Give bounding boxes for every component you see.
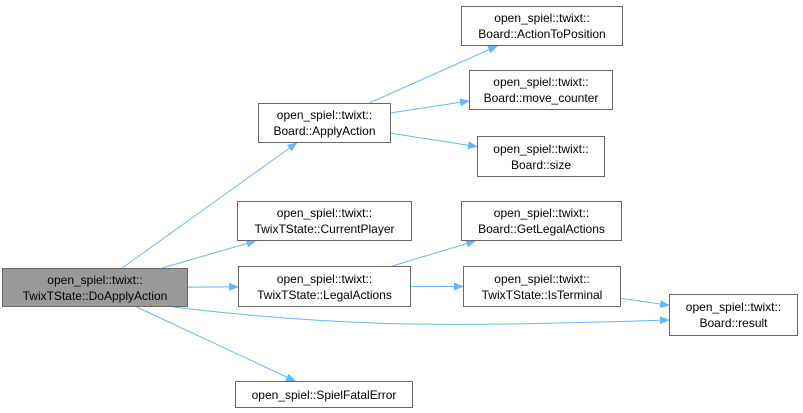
node-namespace-label: open_spiel::twixt:: bbox=[493, 206, 590, 220]
node-function-label: TwixTState::IsTerminal bbox=[481, 287, 603, 302]
node-namespace-label: open_spiel::twixt:: bbox=[276, 271, 373, 286]
node-namespace-label: open_spiel::twixt:: bbox=[493, 141, 589, 156]
edge-do_apply_action-to-apply_action bbox=[121, 142, 298, 269]
node-spiel-fatal-error[interactable]: open_spiel::SpielFatalError bbox=[235, 381, 413, 408]
edge-apply_action-to-size bbox=[390, 132, 478, 150]
node-board-result[interactable]: open_spiel::twixt:: Board::result bbox=[669, 294, 798, 336]
edge-apply_action-to-action_to_position bbox=[369, 45, 499, 104]
node-function-label: TwixTState::CurrentPlayer bbox=[254, 222, 395, 236]
node-board-move-counter[interactable]: open_spiel::twixt:: Board::move_counter bbox=[469, 70, 613, 110]
node-function-label: Board::ApplyAction bbox=[273, 124, 376, 138]
node-twixtstate-current-player[interactable]: open_spiel::twixt:: TwixTState::CurrentP… bbox=[237, 201, 412, 241]
node-function-label: Board::size bbox=[510, 157, 572, 172]
node-twixtstate-is-terminal[interactable]: open_spiel::twixt:: TwixTState::IsTermin… bbox=[463, 266, 621, 307]
edge-apply_action-to-move_counter bbox=[390, 98, 470, 114]
edge-do_apply_action-to-current_player bbox=[162, 239, 257, 269]
node-twixtstate-legal-actions[interactable]: open_spiel::twixt:: TwixTState::LegalAct… bbox=[238, 266, 411, 307]
edge-do_apply_action-to-result bbox=[173, 306, 670, 325]
node-function-label: TwixTState::DoApplyAction bbox=[22, 288, 168, 303]
node-namespace-label: open_spiel::twixt:: bbox=[276, 206, 373, 220]
node-function-label: open_spiel::SpielFatalError bbox=[251, 387, 397, 402]
edge-is_terminal-to-result bbox=[620, 297, 670, 309]
edge-do_apply_action-to-spiel_fatal_error bbox=[136, 306, 297, 382]
node-namespace-label: open_spiel::twixt:: bbox=[47, 272, 143, 287]
node-function-label: Board::result bbox=[699, 316, 768, 330]
node-function-label: Board::ActionToPosition bbox=[478, 27, 606, 41]
node-function-label: Board::GetLegalActions bbox=[478, 222, 605, 236]
node-board-get-legal-actions[interactable]: open_spiel::twixt:: Board::GetLegalActio… bbox=[461, 201, 622, 241]
node-do-apply-action: open_spiel::twixt:: TwixTState::DoApplyA… bbox=[2, 268, 188, 307]
node-function-label: TwixTState::LegalActions bbox=[257, 287, 392, 302]
node-board-size[interactable]: open_spiel::twixt:: Board::size bbox=[477, 136, 605, 177]
node-namespace-label: open_spiel::twixt:: bbox=[685, 300, 782, 314]
node-namespace-label: open_spiel::twixt:: bbox=[494, 11, 590, 25]
edge-legal_actions-to-get_legal_actions bbox=[392, 239, 477, 267]
node-namespace-label: open_spiel::twixt:: bbox=[276, 108, 373, 122]
node-namespace-label: open_spiel::twixt:: bbox=[494, 271, 590, 286]
node-board-apply-action[interactable]: open_spiel::twixt:: Board::ApplyAction bbox=[258, 103, 391, 143]
node-namespace-label: open_spiel::twixt:: bbox=[493, 75, 589, 89]
node-function-label: Board::move_counter bbox=[483, 91, 599, 105]
node-board-action-to-position[interactable]: open_spiel::twixt:: Board::ActionToPosit… bbox=[461, 6, 623, 46]
